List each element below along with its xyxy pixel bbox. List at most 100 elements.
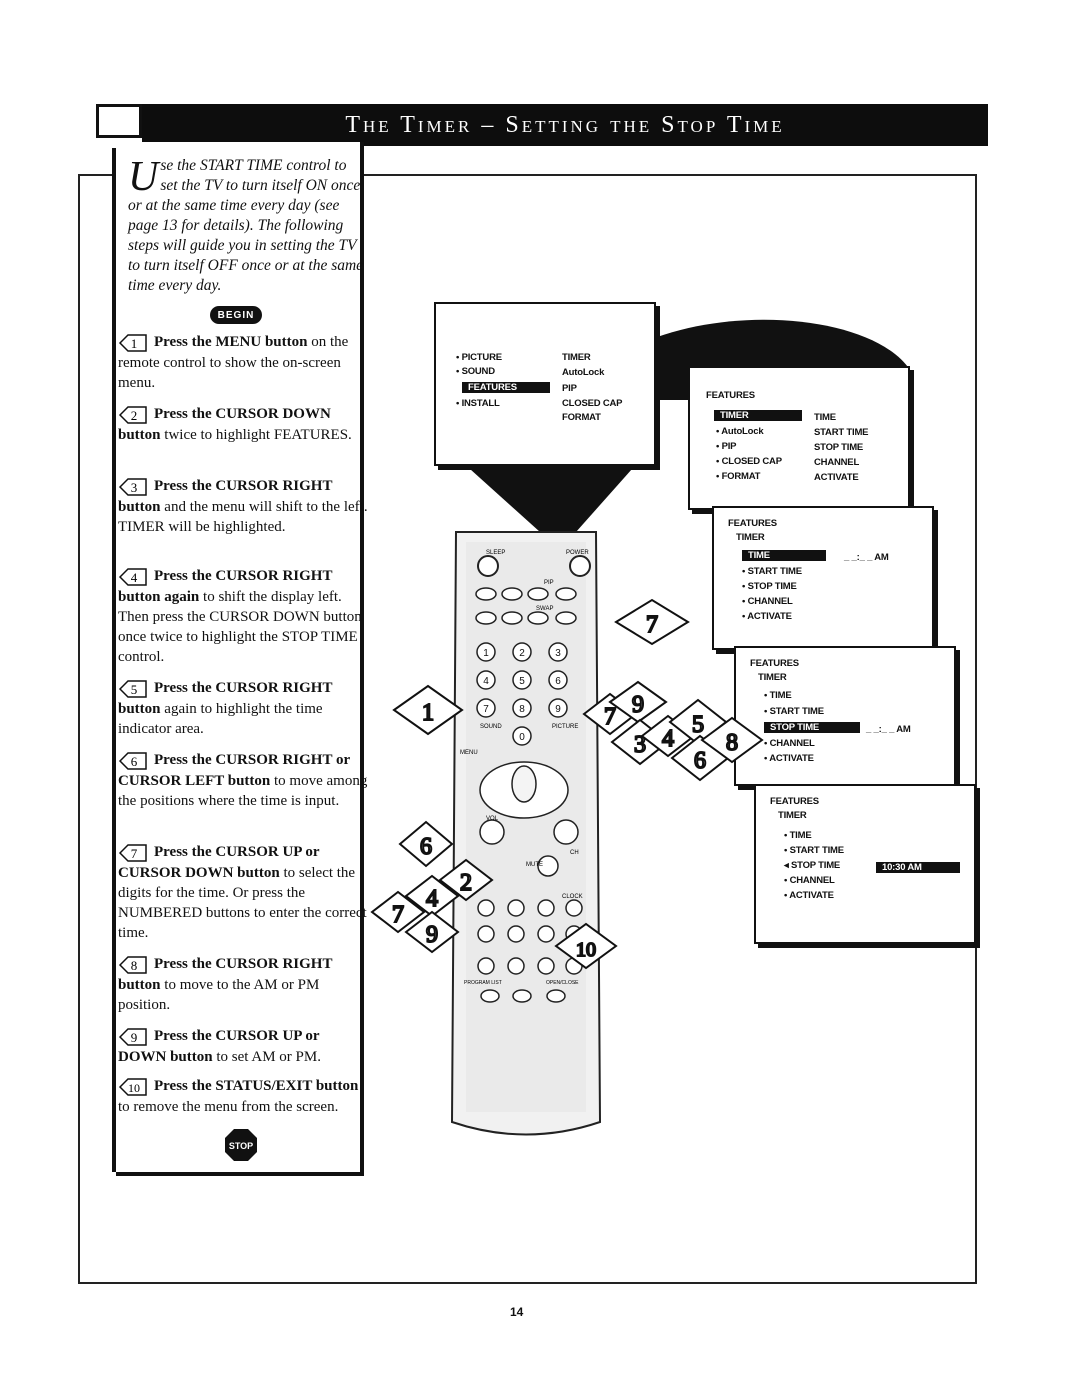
menu-item: • TIME <box>784 830 812 841</box>
menu-item: • INSTALL <box>456 398 500 409</box>
menu-screen-5: FEATURES TIMER • TIME • START TIME ◂ STO… <box>754 784 976 944</box>
step-4-text: to shift the display left. Then press th… <box>118 588 362 665</box>
step-5-action: Press the CURSOR RIGHT button <box>118 680 333 717</box>
svg-text:9: 9 <box>426 922 438 948</box>
menu-item: • ACTIVATE <box>742 611 792 622</box>
svg-text:MUTE: MUTE <box>526 862 543 868</box>
menu-item: • STOP TIME <box>742 581 797 592</box>
screen-title: FEATURES <box>706 390 755 401</box>
svg-text:2: 2 <box>460 870 472 896</box>
step-number-icon: 8 <box>118 955 147 974</box>
menu-item: • CHANNEL <box>764 738 815 749</box>
svg-text:9: 9 <box>632 692 644 718</box>
svg-text:STOP: STOP <box>229 1141 253 1151</box>
svg-text:CLOCK: CLOCK <box>562 894 583 900</box>
submenu-item: START TIME <box>814 427 869 438</box>
step-10-text: to remove the menu from the screen. <box>118 1098 339 1115</box>
step-9-action: Press the CURSOR UP or DOWN button <box>118 1028 320 1065</box>
svg-text:3: 3 <box>555 648 561 659</box>
callout-9-mid: 9 <box>608 680 668 724</box>
step-number-icon: 9 <box>118 1027 147 1046</box>
svg-text:9: 9 <box>131 1030 138 1045</box>
step-number-icon: 1 <box>118 333 147 352</box>
step-number-icon: 4 <box>118 567 147 586</box>
svg-text:SOUND: SOUND <box>480 724 502 730</box>
menu-item: • CLOSED CAP <box>716 456 782 467</box>
step-1-action: Press the MENU button <box>154 334 308 350</box>
svg-text:8: 8 <box>519 704 525 715</box>
menu-item: • PIP <box>716 441 737 452</box>
menu-item-highlighted: FEATURES <box>462 382 550 393</box>
step-10: 10 Press the STATUS/EXIT button to remove… <box>118 1076 370 1117</box>
menu-item: • START TIME <box>784 845 844 856</box>
svg-text:PROGRAM LIST: PROGRAM LIST <box>464 980 502 986</box>
step-number-icon: 10 <box>118 1077 147 1096</box>
svg-text:6: 6 <box>694 748 706 774</box>
step-number-icon: 6 <box>118 751 147 770</box>
content-frame <box>78 174 977 1284</box>
step-10-action: Press the STATUS/EXIT button <box>154 1078 359 1094</box>
time-indicator: _ _:_ _ AM <box>866 724 911 735</box>
step-3-action: Press the CURSOR RIGHT button <box>118 478 333 515</box>
svg-text:1: 1 <box>422 700 434 726</box>
time-indicator: _ _:_ _ AM <box>844 552 889 563</box>
svg-text:7: 7 <box>604 704 616 730</box>
svg-text:7: 7 <box>392 902 404 928</box>
step-8-action: Press the CURSOR RIGHT button <box>118 956 333 993</box>
menu-screen-3: FEATURES TIMER TIME • START TIME • STOP … <box>712 506 934 650</box>
step-3-text: and the menu will shift to the left. TIM… <box>118 498 368 535</box>
step-7-text: to select the digits for the time. Or pr… <box>118 864 367 941</box>
page-title: The Timer – Setting the Stop Time <box>142 104 988 146</box>
callout-6-low: 6 <box>398 820 454 868</box>
screen-subtitle: TIMER <box>758 672 787 683</box>
svg-text:2: 2 <box>519 648 525 659</box>
svg-text:9: 9 <box>555 704 561 715</box>
menu-item: • FORMAT <box>716 471 761 482</box>
page-number: 14 <box>510 1305 524 1319</box>
submenu-item: FORMAT <box>562 412 601 423</box>
svg-text:0: 0 <box>519 732 525 743</box>
step-5-text: again to highlight the time indicator ar… <box>118 700 323 737</box>
menu-screen-1: • PICTURE • SOUND FEATURES • INSTALL TIM… <box>434 302 656 466</box>
svg-text:MENU: MENU <box>460 750 478 756</box>
svg-text:4: 4 <box>483 676 489 687</box>
step-number-icon: 7 <box>118 843 147 862</box>
screen-subtitle: TIMER <box>736 532 765 543</box>
menu-item: • SOUND <box>456 366 495 377</box>
step-4-action: Press the CURSOR RIGHT button again <box>118 568 333 605</box>
step-6-text: to move among the positions where the ti… <box>118 772 368 809</box>
menu-item-highlighted: TIME <box>742 550 826 561</box>
callout-2: 2 <box>438 858 494 902</box>
menu-item: ◂ STOP TIME <box>784 860 841 871</box>
submenu-item: ACTIVATE <box>814 472 859 483</box>
submenu-item: TIME <box>814 412 836 423</box>
callout-7-low: 7 <box>370 890 426 934</box>
step-7-action: Press the CURSOR UP or CURSOR DOWN butto… <box>118 844 320 881</box>
intro-text: se the START TIME control to set the TV … <box>128 157 364 294</box>
callout-7-top: 7 <box>614 598 690 646</box>
menu-item: • TIME <box>764 690 792 701</box>
svg-text:3: 3 <box>131 480 138 495</box>
svg-text:6: 6 <box>420 834 432 860</box>
svg-text:6: 6 <box>555 676 561 687</box>
screen-subtitle: TIMER <box>778 810 807 821</box>
drop-cap: U <box>128 154 159 200</box>
menu-item: • PICTURE <box>456 352 502 363</box>
header-icon-box <box>96 104 142 138</box>
menu-screen-4: FEATURES TIMER • TIME • START TIME STOP … <box>734 646 956 786</box>
svg-text:CH: CH <box>570 850 579 856</box>
begin-badge: BEGIN <box>210 306 262 324</box>
step-number-icon: 5 <box>118 679 147 698</box>
submenu-item: AutoLock <box>562 367 605 378</box>
menu-item: • CHANNEL <box>784 875 835 886</box>
svg-text:8: 8 <box>726 730 738 756</box>
svg-text:4: 4 <box>131 570 138 585</box>
